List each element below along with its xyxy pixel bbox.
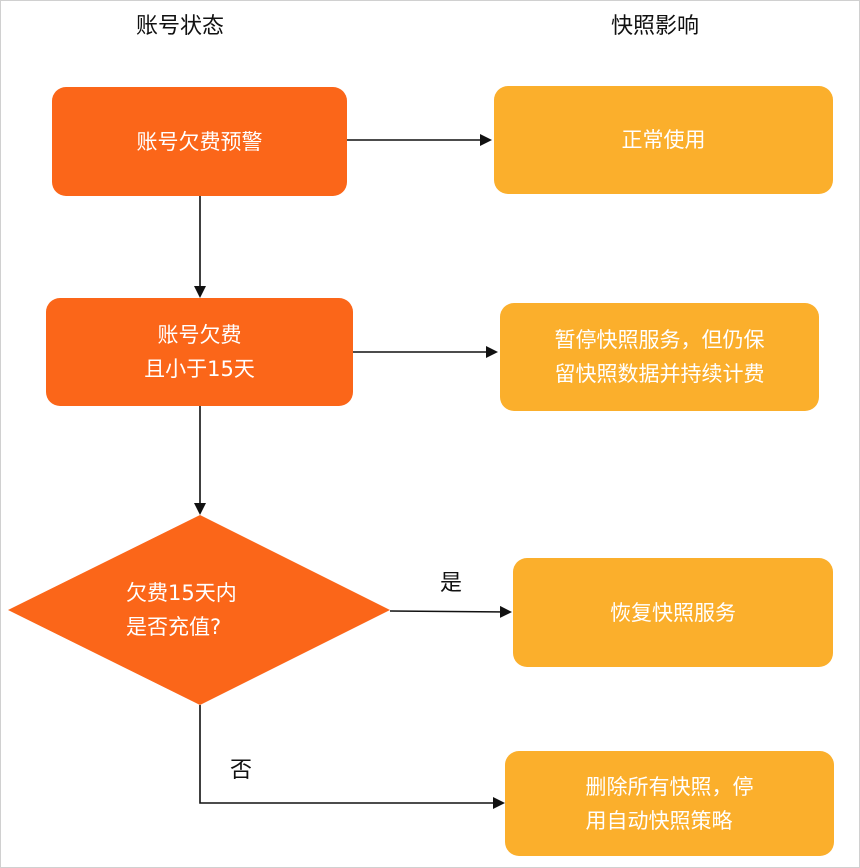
column-header-account-status: 账号状态 [135, 14, 224, 39]
node-pause-snapshot-service-label: 暂停快照服务，但仍保 留快照数据并持续计费 [554, 328, 765, 386]
edge-label-yes: 是 [440, 571, 463, 596]
column-header-snapshot-impact: 快照影响 [610, 14, 699, 39]
edge-label-no: 否 [230, 758, 253, 783]
node-delete-all-snapshots: 删除所有快照，停 用自动快照策略 [505, 751, 834, 856]
node-account-overdue-warning-label: 账号欠费预警 [136, 129, 263, 154]
node-normal-use: 正常使用 [494, 86, 833, 194]
decision-diamond [8, 515, 390, 705]
node-account-overdue-warning: 账号欠费预警 [52, 87, 347, 196]
node-restore-snapshot-service: 恢复快照服务 [513, 558, 833, 667]
edge-decision-yes-to-restore [389, 605, 512, 618]
decision-label: 欠费15天内 是否充值? [126, 581, 237, 639]
node-pause-snapshot-service: 暂停快照服务，但仍保 留快照数据并持续计费 [500, 303, 819, 411]
node-restore-snapshot-service-label: 恢复快照服务 [610, 600, 736, 625]
edge-decision-no-to-delete [199, 705, 505, 809]
node-normal-use-label: 正常使用 [621, 128, 706, 152]
node-delete-all-snapshots-label: 删除所有快照，停 用自动快照策略 [585, 774, 754, 833]
node-overdue-less-than-15-days: 账号欠费 且小于15天 [46, 298, 353, 406]
node-overdue-less-than-15-days-label: 账号欠费 且小于15天 [144, 323, 255, 381]
